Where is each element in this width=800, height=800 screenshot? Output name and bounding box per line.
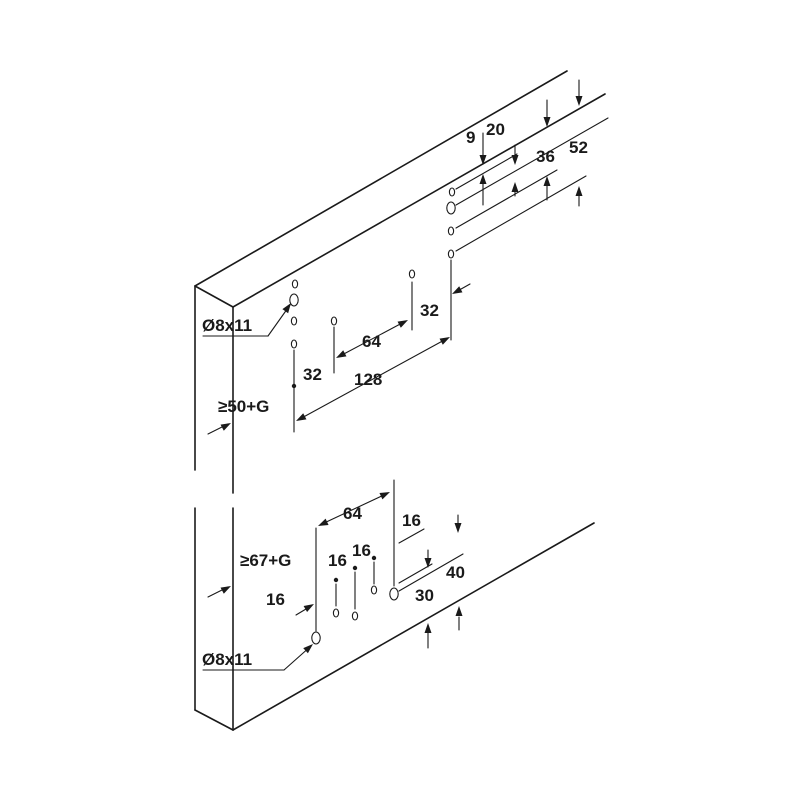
bottom-dimensions bbox=[202, 488, 463, 671]
hole bbox=[290, 339, 298, 349]
label-16-b: 16 bbox=[352, 541, 371, 560]
label-52: 52 bbox=[569, 138, 588, 157]
label-32-right: 32 bbox=[420, 301, 439, 320]
top-right-dimensions bbox=[479, 79, 583, 207]
top-hole-pattern bbox=[289, 117, 609, 433]
hole bbox=[370, 585, 378, 595]
dowel-hole bbox=[311, 631, 321, 645]
dowel-hole bbox=[289, 293, 299, 307]
dowel-hole bbox=[446, 201, 456, 215]
label-36: 36 bbox=[536, 147, 555, 166]
hole-marker bbox=[352, 565, 358, 571]
panel-outline bbox=[194, 70, 606, 731]
label-9: 9 bbox=[466, 128, 475, 147]
hole bbox=[291, 279, 299, 289]
label-20: 20 bbox=[486, 120, 505, 139]
label-128: 128 bbox=[354, 370, 382, 389]
top-horizontal-dimensions bbox=[202, 283, 471, 435]
hole-marker bbox=[371, 555, 377, 561]
label-16-left: 16 bbox=[266, 590, 285, 609]
label-min-top: ≥50+G bbox=[218, 397, 269, 416]
hole bbox=[332, 608, 340, 618]
dimension-labels: 9 20 36 52 Ø8x11 32 64 32 128 ≥50+G 64 1… bbox=[202, 120, 588, 669]
label-diameter-bottom: Ø8x11 bbox=[202, 650, 252, 669]
label-diameter-top: Ø8x11 bbox=[202, 316, 252, 335]
label-64-top: 64 bbox=[362, 332, 381, 351]
hole-marker bbox=[333, 577, 339, 583]
label-30: 30 bbox=[415, 586, 434, 605]
label-64-bottom: 64 bbox=[343, 504, 362, 523]
label-16-a: 16 bbox=[328, 551, 347, 570]
hole bbox=[447, 249, 455, 259]
label-40: 40 bbox=[446, 563, 465, 582]
hole bbox=[408, 269, 416, 279]
hole bbox=[330, 316, 338, 326]
label-16-top: 16 bbox=[402, 511, 421, 530]
hole bbox=[351, 611, 359, 621]
hole bbox=[448, 187, 456, 197]
label-32-left: 32 bbox=[303, 365, 322, 384]
dowel-hole bbox=[389, 587, 399, 601]
label-min-bottom: ≥67+G bbox=[240, 551, 291, 570]
hole bbox=[447, 226, 455, 236]
bottom-hole-pattern bbox=[311, 479, 464, 645]
hole bbox=[290, 316, 298, 326]
